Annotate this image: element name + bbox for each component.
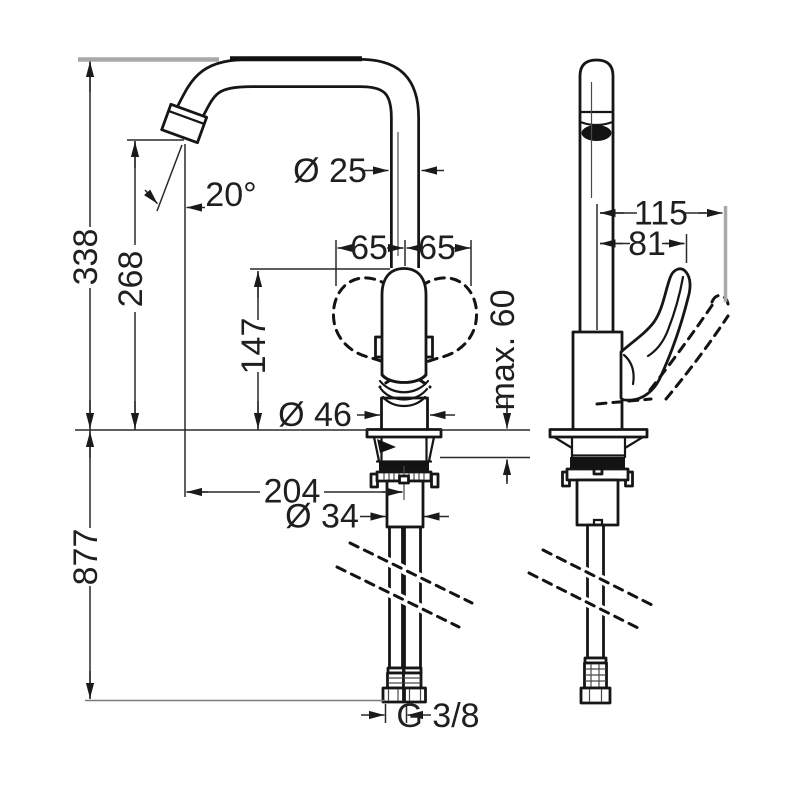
shank-front	[385, 479, 425, 529]
dim-spout-height-label: 268	[112, 251, 150, 308]
handle-base-ring4	[381, 395, 427, 408]
deck-flange-side	[548, 428, 649, 439]
flange-triangle-mark	[377, 439, 396, 453]
break-line-2	[335, 565, 461, 629]
flange-skirt-right	[427, 435, 436, 463]
dim-base-diameter-label: Ø 46	[278, 396, 352, 434]
deck-flange-front	[365, 428, 443, 439]
shank-notch	[592, 518, 604, 527]
hose-side	[586, 523, 605, 660]
dim-hose-length-label: 877	[67, 529, 105, 586]
handle-base-ring3	[379, 387, 429, 401]
front-view	[160, 56, 479, 704]
nut-center-tab	[592, 467, 604, 476]
seal-ring-side	[570, 457, 625, 469]
arrow-angle-left	[144, 189, 159, 205]
handle-raised-dashed-tip	[710, 294, 730, 306]
spout-outlet-side	[581, 125, 612, 141]
dim-max-counter-label: max. 60	[484, 290, 522, 411]
dim-thread-label: G 3/8	[396, 697, 479, 735]
break-line-1	[348, 541, 474, 605]
dim-swing-right-label: 65	[418, 229, 456, 267]
ext-lines-g38	[384, 704, 408, 723]
spout-tube-bore	[179, 60, 418, 268]
break-line-side-1	[541, 548, 654, 607]
pipe-joint-line2	[579, 120, 614, 127]
handle-raised-dashed-1	[648, 302, 715, 392]
handle-base-ring2	[378, 379, 430, 394]
dimensions: 338 268 877 147 max. 60 Ø 25 65 65	[67, 57, 728, 735]
dim-pipe-diameter-label: Ø 25	[293, 152, 367, 190]
dim-shank-diameter-label: Ø 34	[285, 498, 359, 536]
ext-lines-65	[335, 240, 472, 286]
handle-base-ring-thick	[380, 372, 428, 384]
dim-swing-left-label: 65	[350, 229, 388, 267]
dim-total-height-label: 338	[67, 229, 105, 286]
dim-spout-reach-label: 204	[264, 473, 321, 511]
handle-front	[380, 267, 428, 384]
body-side	[571, 330, 624, 432]
flange-neck-side	[552, 435, 645, 459]
mounting-nut-ear-right	[430, 472, 440, 489]
break-line-side-2	[527, 571, 640, 630]
dim-handle-clearance-label: 147	[235, 318, 273, 375]
dim-projection-open-label: 115	[634, 195, 688, 233]
ribs	[388, 677, 421, 684]
hose-right-ribbed	[402, 671, 423, 690]
center-fitting	[398, 474, 410, 485]
hex-facets-side	[588, 689, 603, 702]
dim-spout-angle-label: 20°	[205, 176, 256, 214]
shank-side	[575, 478, 620, 527]
side-view	[526, 58, 730, 705]
handle-bottom-dashed	[595, 397, 653, 406]
aerator	[160, 102, 209, 145]
handle-boss-line	[622, 353, 635, 386]
hex-facets	[387, 689, 422, 701]
ribs-side	[585, 664, 606, 687]
angle-ref-line	[156, 144, 183, 212]
handle-side-inner-line	[646, 275, 685, 358]
handle-raised-dashed-2	[664, 314, 730, 401]
flange-skirt-left	[372, 435, 381, 463]
dim-projection-label: 81	[628, 225, 666, 263]
hose-left-ribbed	[386, 671, 405, 690]
hex-nut-side	[579, 686, 612, 705]
